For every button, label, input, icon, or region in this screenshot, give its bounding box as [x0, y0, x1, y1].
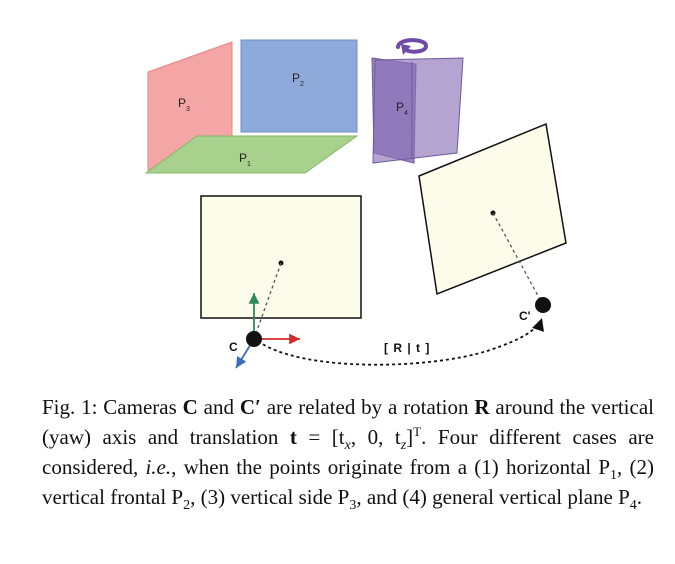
image-plane-c-prime — [418, 122, 567, 296]
rotation-arrow-icon — [396, 38, 429, 55]
plane-p1 — [144, 135, 359, 174]
transform-label: [ R | t ] — [384, 341, 430, 355]
plane-p2-label: P2 — [292, 71, 304, 88]
figure-caption: Fig. 1: Cameras C and C′ are related by … — [42, 395, 654, 514]
image-plane-c — [200, 195, 362, 319]
plane-p1-label: P1 — [239, 151, 251, 168]
camera-c-label: C — [229, 340, 238, 354]
plane-p4-label: P4 — [396, 100, 408, 117]
plane-p4-front — [372, 57, 464, 164]
camera-c-prime-label: C' — [519, 309, 531, 323]
plane-p2 — [240, 39, 358, 133]
camera-c-prime — [535, 297, 551, 313]
plane-p3-label: P3 — [178, 96, 190, 113]
figure-diagram: P3 P2 P1 P4 C C' [ R | t ] — [144, 38, 567, 369]
camera-c — [246, 331, 262, 347]
optical-ray-c — [253, 262, 282, 340]
